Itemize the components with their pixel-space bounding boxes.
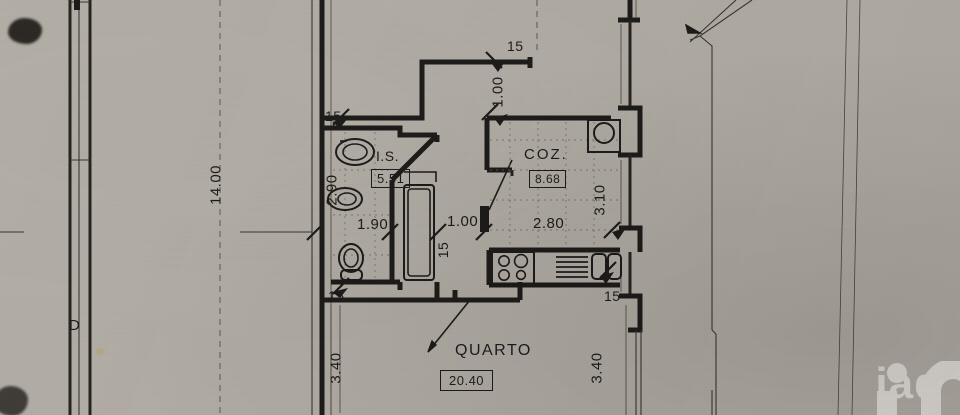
dimension-bedroom-depth-left: 3.40 bbox=[327, 352, 345, 384]
label-bathroom-name: I.S. bbox=[376, 148, 400, 164]
label-bathroom-area: 5.51 bbox=[371, 169, 411, 188]
label-plot-letter: D bbox=[69, 317, 81, 334]
kitchen-fixtures bbox=[491, 119, 622, 285]
label-bedroom-name: QUARTO bbox=[455, 342, 532, 359]
site-leader-arrow bbox=[684, 0, 753, 415]
dimension-wall-thickness-top: 15 bbox=[507, 38, 524, 54]
room-bathroom-walls bbox=[322, 125, 439, 290]
label-kitchen-name: COZ. bbox=[524, 146, 568, 163]
dimension-wall-thickness-mid: 15 bbox=[435, 241, 451, 259]
room-bedroom-walls bbox=[322, 297, 627, 415]
corridor-walls bbox=[427, 135, 523, 353]
dimension-opening-width: 1.00 bbox=[447, 213, 479, 230]
paper-stain bbox=[96, 348, 105, 355]
dimension-arrowheads bbox=[332, 60, 626, 298]
dimension-bathroom-width: 1.90 bbox=[357, 216, 389, 233]
paper-smudge-top-left bbox=[8, 18, 42, 44]
paper-smudge-bottom-left bbox=[0, 386, 28, 415]
dimension-kitchen-depth: 3.10 bbox=[591, 184, 609, 216]
dimension-corridor-width: 1.00 bbox=[489, 76, 507, 108]
dimension-wall-thickness-bathroom-bottom: 15 bbox=[328, 288, 345, 304]
dimension-bathroom-depth: 2.90 bbox=[323, 174, 341, 206]
label-bedroom-area: 20.40 bbox=[440, 370, 494, 391]
dimension-kitchen-width: 2.80 bbox=[533, 215, 565, 232]
dimension-wall-thickness-right: 15 bbox=[604, 288, 621, 304]
site-boundary-lines bbox=[0, 0, 313, 415]
label-kitchen-area: 8.68 bbox=[529, 170, 567, 188]
room-kitchen-walls bbox=[484, 115, 620, 288]
dimension-plot-length: 14.00 bbox=[207, 164, 225, 206]
apartment-outer-walls bbox=[319, 0, 643, 415]
dimension-wall-thickness-bathroom-top: 15 bbox=[325, 108, 342, 124]
bathroom-fixtures bbox=[327, 138, 437, 281]
dimension-bedroom-depth-right: 3.40 bbox=[588, 352, 606, 384]
